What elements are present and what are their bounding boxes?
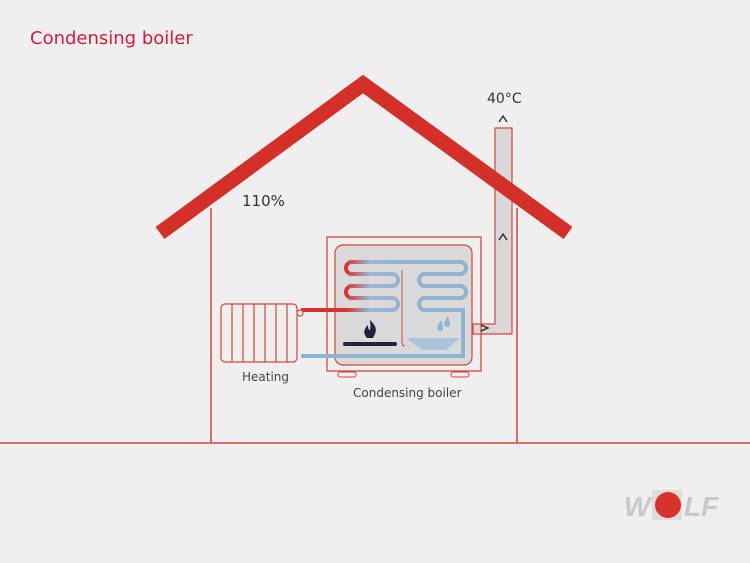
heat-exchanger-coil <box>301 260 400 312</box>
boiler-label: Condensing boiler <box>353 386 462 400</box>
radiator <box>220 303 304 363</box>
flue-duct <box>401 270 406 347</box>
condensing-coil <box>301 260 468 358</box>
boiler-casing <box>326 236 482 372</box>
flame-icon <box>364 320 376 338</box>
chimney <box>472 127 513 335</box>
arrow-up-icon <box>498 114 508 241</box>
condensate-trap <box>406 338 460 350</box>
svg-text:W: W <box>624 491 653 522</box>
house-walls <box>210 208 518 443</box>
flue-temperature-label: 40°C <box>487 91 522 107</box>
boiler-foot <box>337 371 357 378</box>
efficiency-label: 110% <box>242 192 285 210</box>
wolf-logo: W LF <box>624 490 719 522</box>
boiler-foot <box>450 371 470 378</box>
water-drops-icon <box>437 316 450 332</box>
heating-label: Heating <box>242 370 290 384</box>
arrow-right-icon <box>480 324 490 332</box>
roof <box>155 74 573 240</box>
page-title: Condensing boiler <box>30 28 193 49</box>
svg-text:LF: LF <box>684 491 719 522</box>
